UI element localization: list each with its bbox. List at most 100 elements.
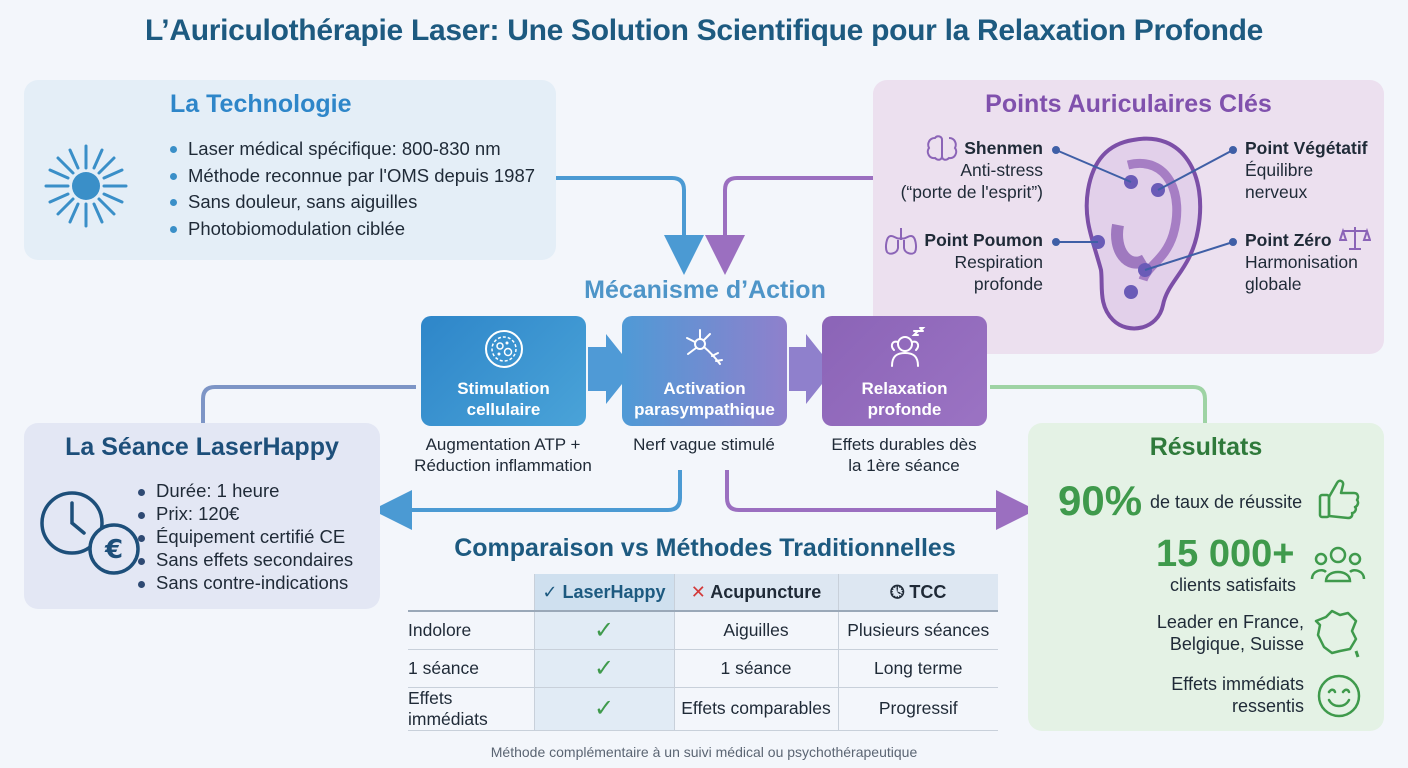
technology-title: La Technologie xyxy=(170,90,352,118)
ear-illustration xyxy=(1084,136,1203,331)
results-title: Résultats xyxy=(1149,433,1263,461)
effects-line: ressentis xyxy=(1231,696,1304,716)
leader-line: Leader en France, xyxy=(1156,612,1304,632)
clock-euro-icon: € xyxy=(40,491,140,575)
mechanism-to-results-arrow xyxy=(725,470,1036,530)
comparison-table: ✓ LaserHappy ✕ Acupuncture 🕓︎ TCC Indolo… xyxy=(408,574,998,731)
technology-list: Laser médical spécifique: 800-830 nm Mét… xyxy=(170,136,535,242)
table-header-row: ✓ LaserHappy ✕ Acupuncture 🕓︎ TCC xyxy=(408,574,998,612)
cell-acupuncture: Effets comparables xyxy=(673,687,838,731)
success-rate-value: 90% xyxy=(1058,477,1143,524)
session-item: Équipement certifié CE xyxy=(138,525,353,548)
step-label: profonde xyxy=(867,400,942,419)
cell-tcc: Plusieurs séances xyxy=(837,611,998,650)
neuron-icon xyxy=(685,329,723,365)
col-header-laserhappy: ✓ LaserHappy xyxy=(533,574,674,612)
thumbs-up-icon xyxy=(1318,479,1360,520)
technology-item: Sans douleur, sans aiguilles xyxy=(170,189,535,216)
check-icon: ✓ xyxy=(533,687,674,731)
check-icon: ✓ xyxy=(533,649,674,688)
technology-item: Méthode reconnue par l'OMS depuis 1987 xyxy=(170,163,535,190)
success-rate-label: de taux de réussite xyxy=(1150,492,1303,512)
step-arrow-2 xyxy=(789,334,834,404)
step-desc-line: la 1ère séance xyxy=(848,456,960,475)
col-header-tcc: 🕓︎ TCC xyxy=(837,574,998,612)
step-desc-line: Réduction inflammation xyxy=(414,456,592,475)
point-desc-vegetatif: Équilibre xyxy=(1245,160,1314,180)
point-desc-shenmen: (“porte de l'esprit”) xyxy=(900,182,1043,202)
ear-to-mechanism-arrow xyxy=(705,176,873,275)
scale-icon xyxy=(1339,227,1371,250)
mechanism-title: Mécanisme d’Action xyxy=(584,276,826,304)
table-row: Effets immédiats ✓ Effets comparables Pr… xyxy=(408,687,998,731)
session-item: Sans contre-indications xyxy=(138,571,353,594)
point-name-zero: Point Zéro xyxy=(1245,230,1332,250)
step-desc-line: Effets durables dès xyxy=(831,435,977,454)
step-desc-line: Nerf vague stimulé xyxy=(633,435,775,454)
auricular-points-panel: Points Auriculaires Clés Shenmen Anti-st… xyxy=(873,80,1384,354)
clock-icon: 🕓︎ xyxy=(890,581,910,602)
leader-line: Belgique, Suisse xyxy=(1169,634,1304,654)
step-stimulation-cellulaire: Stimulation cellulaire xyxy=(421,316,586,426)
step-label: parasympathique xyxy=(634,400,775,419)
effects-text: Effets immédiats ressentis xyxy=(1138,673,1304,717)
row-label: 1 séance xyxy=(408,649,534,688)
step-to-results-line xyxy=(990,385,1207,423)
clients-label: clients satisfaits xyxy=(1170,575,1297,595)
point-desc-zero: globale xyxy=(1245,274,1302,294)
step-label: Activation xyxy=(663,379,746,398)
check-icon: ✓ xyxy=(542,581,563,602)
france-map-icon xyxy=(1314,609,1360,658)
point-name-vegetatif: Point Végétatif xyxy=(1245,138,1368,158)
point-desc-shenmen: Anti-stress xyxy=(960,160,1043,180)
tech-to-mechanism-arrow xyxy=(556,176,704,275)
check-icon: ✓ xyxy=(533,611,674,650)
row-label: Effets immédiats xyxy=(408,687,534,731)
step-label: cellulaire xyxy=(466,400,541,419)
point-name-shenmen: Shenmen xyxy=(964,138,1043,158)
table-header-empty xyxy=(408,574,534,612)
leader-text: Leader en France, Belgique, Suisse xyxy=(1138,611,1304,655)
ear-point-connectors xyxy=(1052,146,1237,271)
point-name-poumon: Point Poumon xyxy=(924,230,1043,250)
step-arrow-1 xyxy=(588,334,634,404)
comparison-title: Comparaison vs Méthodes Traditionnelles xyxy=(454,534,956,562)
step-description-3: Effets durables dès la 1ère séance xyxy=(804,434,1004,476)
table-row: 1 séance ✓ 1 séance Long terme xyxy=(408,649,998,688)
lungs-icon xyxy=(885,228,917,255)
session-item: Durée: 1 heure xyxy=(138,479,353,502)
page-title: L’Auriculothérapie Laser: Une Solution S… xyxy=(144,14,1264,47)
step-relaxation-profonde: Relaxation profonde xyxy=(822,316,987,426)
footnote: Méthode complémentaire à un suivi médica… xyxy=(490,744,918,760)
step-to-session-line xyxy=(201,385,416,423)
point-desc-vegetatif: nerveux xyxy=(1245,182,1308,202)
cell-icon xyxy=(484,330,523,368)
brain-icon xyxy=(926,135,958,161)
cell-tcc: Long terme xyxy=(837,649,998,688)
session-panel: La Séance LaserHappy € Durée: 1 heure Pr… xyxy=(24,423,380,609)
cell-acupuncture: 1 séance xyxy=(673,649,838,688)
col-header-acupuncture: ✕ Acupuncture xyxy=(673,574,838,612)
cell-tcc: Progressif xyxy=(837,687,998,731)
session-title: La Séance LaserHappy xyxy=(65,433,339,461)
step-label: Relaxation xyxy=(861,379,948,398)
auricular-points-title: Points Auriculaires Clés xyxy=(985,90,1272,118)
relaxed-person-icon xyxy=(890,327,925,367)
session-list: Durée: 1 heure Prix: 120€ Équipement cer… xyxy=(138,479,353,594)
mechanism-to-session-arrow xyxy=(372,470,682,530)
step-description-2: Nerf vague stimulé xyxy=(604,434,804,455)
point-desc-poumon: profonde xyxy=(973,274,1043,294)
step-label: Stimulation xyxy=(457,379,550,398)
effects-line: Effets immédiats xyxy=(1171,674,1304,694)
point-desc-zero: Harmonisation xyxy=(1245,252,1358,272)
row-label: Indolore xyxy=(408,611,534,650)
point-desc-poumon: Respiration xyxy=(954,252,1043,272)
session-item: Prix: 120€ xyxy=(138,502,353,525)
laser-icon xyxy=(44,144,128,228)
technology-item: Laser médical spécifique: 800-830 nm xyxy=(170,136,535,163)
technology-item: Photobiomodulation ciblée xyxy=(170,216,535,243)
session-item: Sans effets secondaires xyxy=(138,548,353,571)
results-panel: Résultats 90% de taux de réussite 15 000… xyxy=(1028,423,1384,731)
clients-value: 15 000+ xyxy=(1156,533,1295,575)
